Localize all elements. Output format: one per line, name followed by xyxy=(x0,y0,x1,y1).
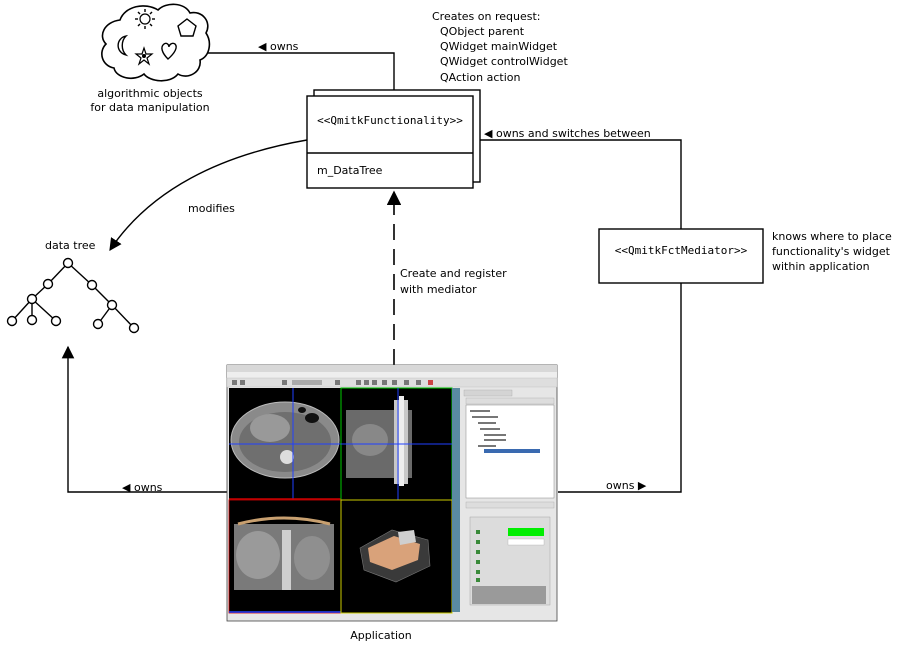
star-icon xyxy=(134,46,154,66)
mediator-note-1: knows where to place xyxy=(772,230,892,243)
application-screenshot xyxy=(226,364,558,622)
owns-switches-label: ◀ owns and switches between xyxy=(484,127,651,140)
tree-node xyxy=(26,314,38,326)
functionality-box-front xyxy=(306,95,474,189)
sun-icon xyxy=(135,9,155,29)
algorithmic-objects-label-1: algorithmic objects xyxy=(97,87,203,100)
app-control-panel xyxy=(452,388,555,612)
owns-left-connector xyxy=(61,345,227,493)
functionality-stereotype: <<QmitkFunctionality>> xyxy=(317,114,463,127)
heart-icon xyxy=(161,42,177,60)
render-window-3d xyxy=(340,499,453,614)
render-window-axial xyxy=(229,388,341,500)
tree-node xyxy=(92,318,104,330)
creates-on-request-note: Creates on request: QObject parent QWidg… xyxy=(432,10,568,84)
owns-left-label: ◀ owns xyxy=(122,481,163,494)
render-window-sagittal xyxy=(340,387,453,501)
mediator-note-3: within application xyxy=(772,260,870,273)
creates-on-request-title: Creates on request: xyxy=(432,10,541,23)
algorithmic-objects-cloud xyxy=(101,3,211,82)
pentagon-icon xyxy=(177,18,197,37)
mediator-class-box: <<QmitkFctMediator>> xyxy=(598,228,764,284)
create-register-label-2: with mediator xyxy=(400,283,477,296)
owns-right-label: owns ▶ xyxy=(606,479,647,492)
functionality-member: m_DataTree xyxy=(317,164,383,177)
tree-node xyxy=(26,293,38,305)
owns-switches-connector xyxy=(480,139,682,229)
mediator-note-2: functionality's widget xyxy=(772,245,891,258)
tree-node xyxy=(86,279,98,291)
creates-item-control-widget: QWidget controlWidget xyxy=(440,55,568,68)
algorithmic-objects-label-2: for data manipulation xyxy=(90,101,209,114)
creates-item-action: QAction action xyxy=(440,71,520,84)
mediator-box xyxy=(598,228,764,284)
owns-connector-top xyxy=(207,52,395,96)
tree-node xyxy=(42,278,54,290)
tree-node-root xyxy=(62,257,74,269)
modifies-arrow xyxy=(109,139,308,252)
data-tree-graph xyxy=(6,257,140,334)
moon-icon xyxy=(117,34,129,57)
app-menubar xyxy=(227,372,557,378)
data-tree-label: data tree xyxy=(45,239,96,252)
tree-node xyxy=(128,322,140,334)
creates-item-main-widget: QWidget mainWidget xyxy=(440,40,558,53)
owns-top-label: ◀ owns xyxy=(258,40,299,53)
render-window-coronal xyxy=(228,499,342,614)
modifies-label: modifies xyxy=(188,202,235,215)
toolbar-icons xyxy=(232,380,433,385)
tree-node xyxy=(106,299,118,311)
application-label: Application xyxy=(350,629,411,642)
create-register-label-1: Create and register xyxy=(400,267,507,280)
functionality-class-box: <<QmitkFunctionality>> m_DataTree xyxy=(306,89,481,189)
owns-right-connector xyxy=(558,283,682,493)
app-titlebar xyxy=(227,365,557,372)
creates-item-parent: QObject parent xyxy=(440,25,525,38)
tree-node xyxy=(50,315,62,327)
mediator-stereotype: <<QmitkFctMediator>> xyxy=(615,244,748,257)
tree-node xyxy=(6,315,18,327)
